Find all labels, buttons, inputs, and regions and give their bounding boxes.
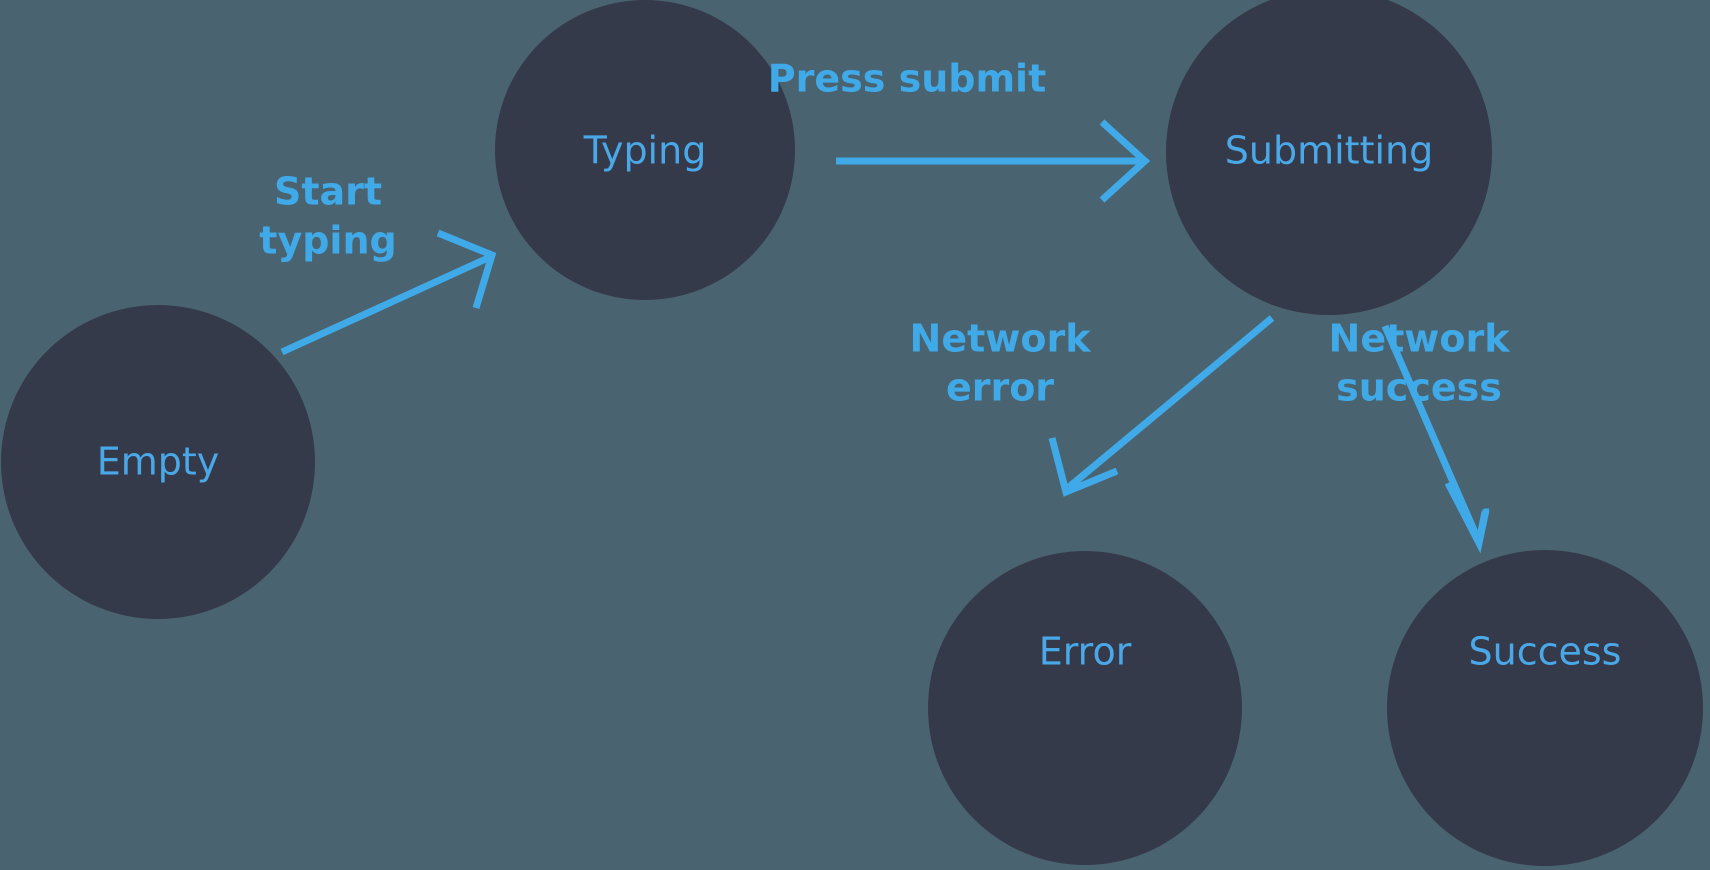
edge-label-press-submit-line-1: Press submit — [768, 57, 1047, 101]
state-node-submitting[interactable]: Submitting — [1166, 0, 1492, 315]
state-node-submitting-circle[interactable] — [1166, 0, 1492, 315]
edge-label-network-success-line-2: success — [1336, 366, 1502, 410]
state-node-success[interactable]: Success — [1387, 550, 1703, 866]
state-node-error-circle[interactable] — [928, 551, 1242, 865]
edge-submitting-to-error-arrowhead — [1048, 437, 1119, 497]
edge-typing-to-submitting-arrowhead — [1099, 119, 1151, 203]
edge-label-network-error-line-1: Network — [910, 317, 1092, 361]
edge-label-network-success: Network success — [1329, 317, 1511, 410]
edge-submitting-to-success — [1381, 324, 1490, 554]
state-node-error-label: Error — [1039, 630, 1132, 674]
state-node-error[interactable]: Error — [928, 551, 1242, 865]
state-node-success-label: Success — [1469, 630, 1622, 674]
edge-submitting-to-success-arrowhead — [1444, 481, 1490, 554]
edge-label-start-typing-line-2: typing — [259, 219, 396, 263]
edge-typing-to-submitting — [836, 119, 1151, 203]
edge-label-start-typing: Start typing — [259, 170, 396, 263]
edge-empty-to-typing-arrowhead — [436, 229, 497, 310]
edge-label-network-success-line-1: Network — [1329, 317, 1511, 361]
state-node-typing[interactable]: Typing — [495, 0, 795, 300]
edge-label-network-error: Network error — [910, 317, 1092, 410]
edge-submitting-to-error-line — [1066, 315, 1275, 490]
state-node-empty-circle[interactable] — [1, 305, 315, 619]
state-node-empty-label: Empty — [97, 440, 220, 484]
state-node-typing-label: Typing — [583, 129, 707, 173]
edge-label-start-typing-line-1: Start — [274, 170, 382, 214]
edge-empty-to-typing — [280, 229, 497, 356]
state-node-empty[interactable]: Empty — [1, 305, 315, 619]
edge-empty-to-typing-line — [280, 254, 490, 356]
edge-label-network-error-line-2: error — [946, 366, 1054, 410]
edge-label-press-submit: Press submit — [768, 57, 1047, 101]
state-node-submitting-label: Submitting — [1225, 129, 1433, 173]
state-node-typing-circle[interactable] — [495, 0, 795, 300]
state-node-success-circle[interactable] — [1387, 550, 1703, 866]
edge-submitting-to-error — [1048, 315, 1275, 497]
